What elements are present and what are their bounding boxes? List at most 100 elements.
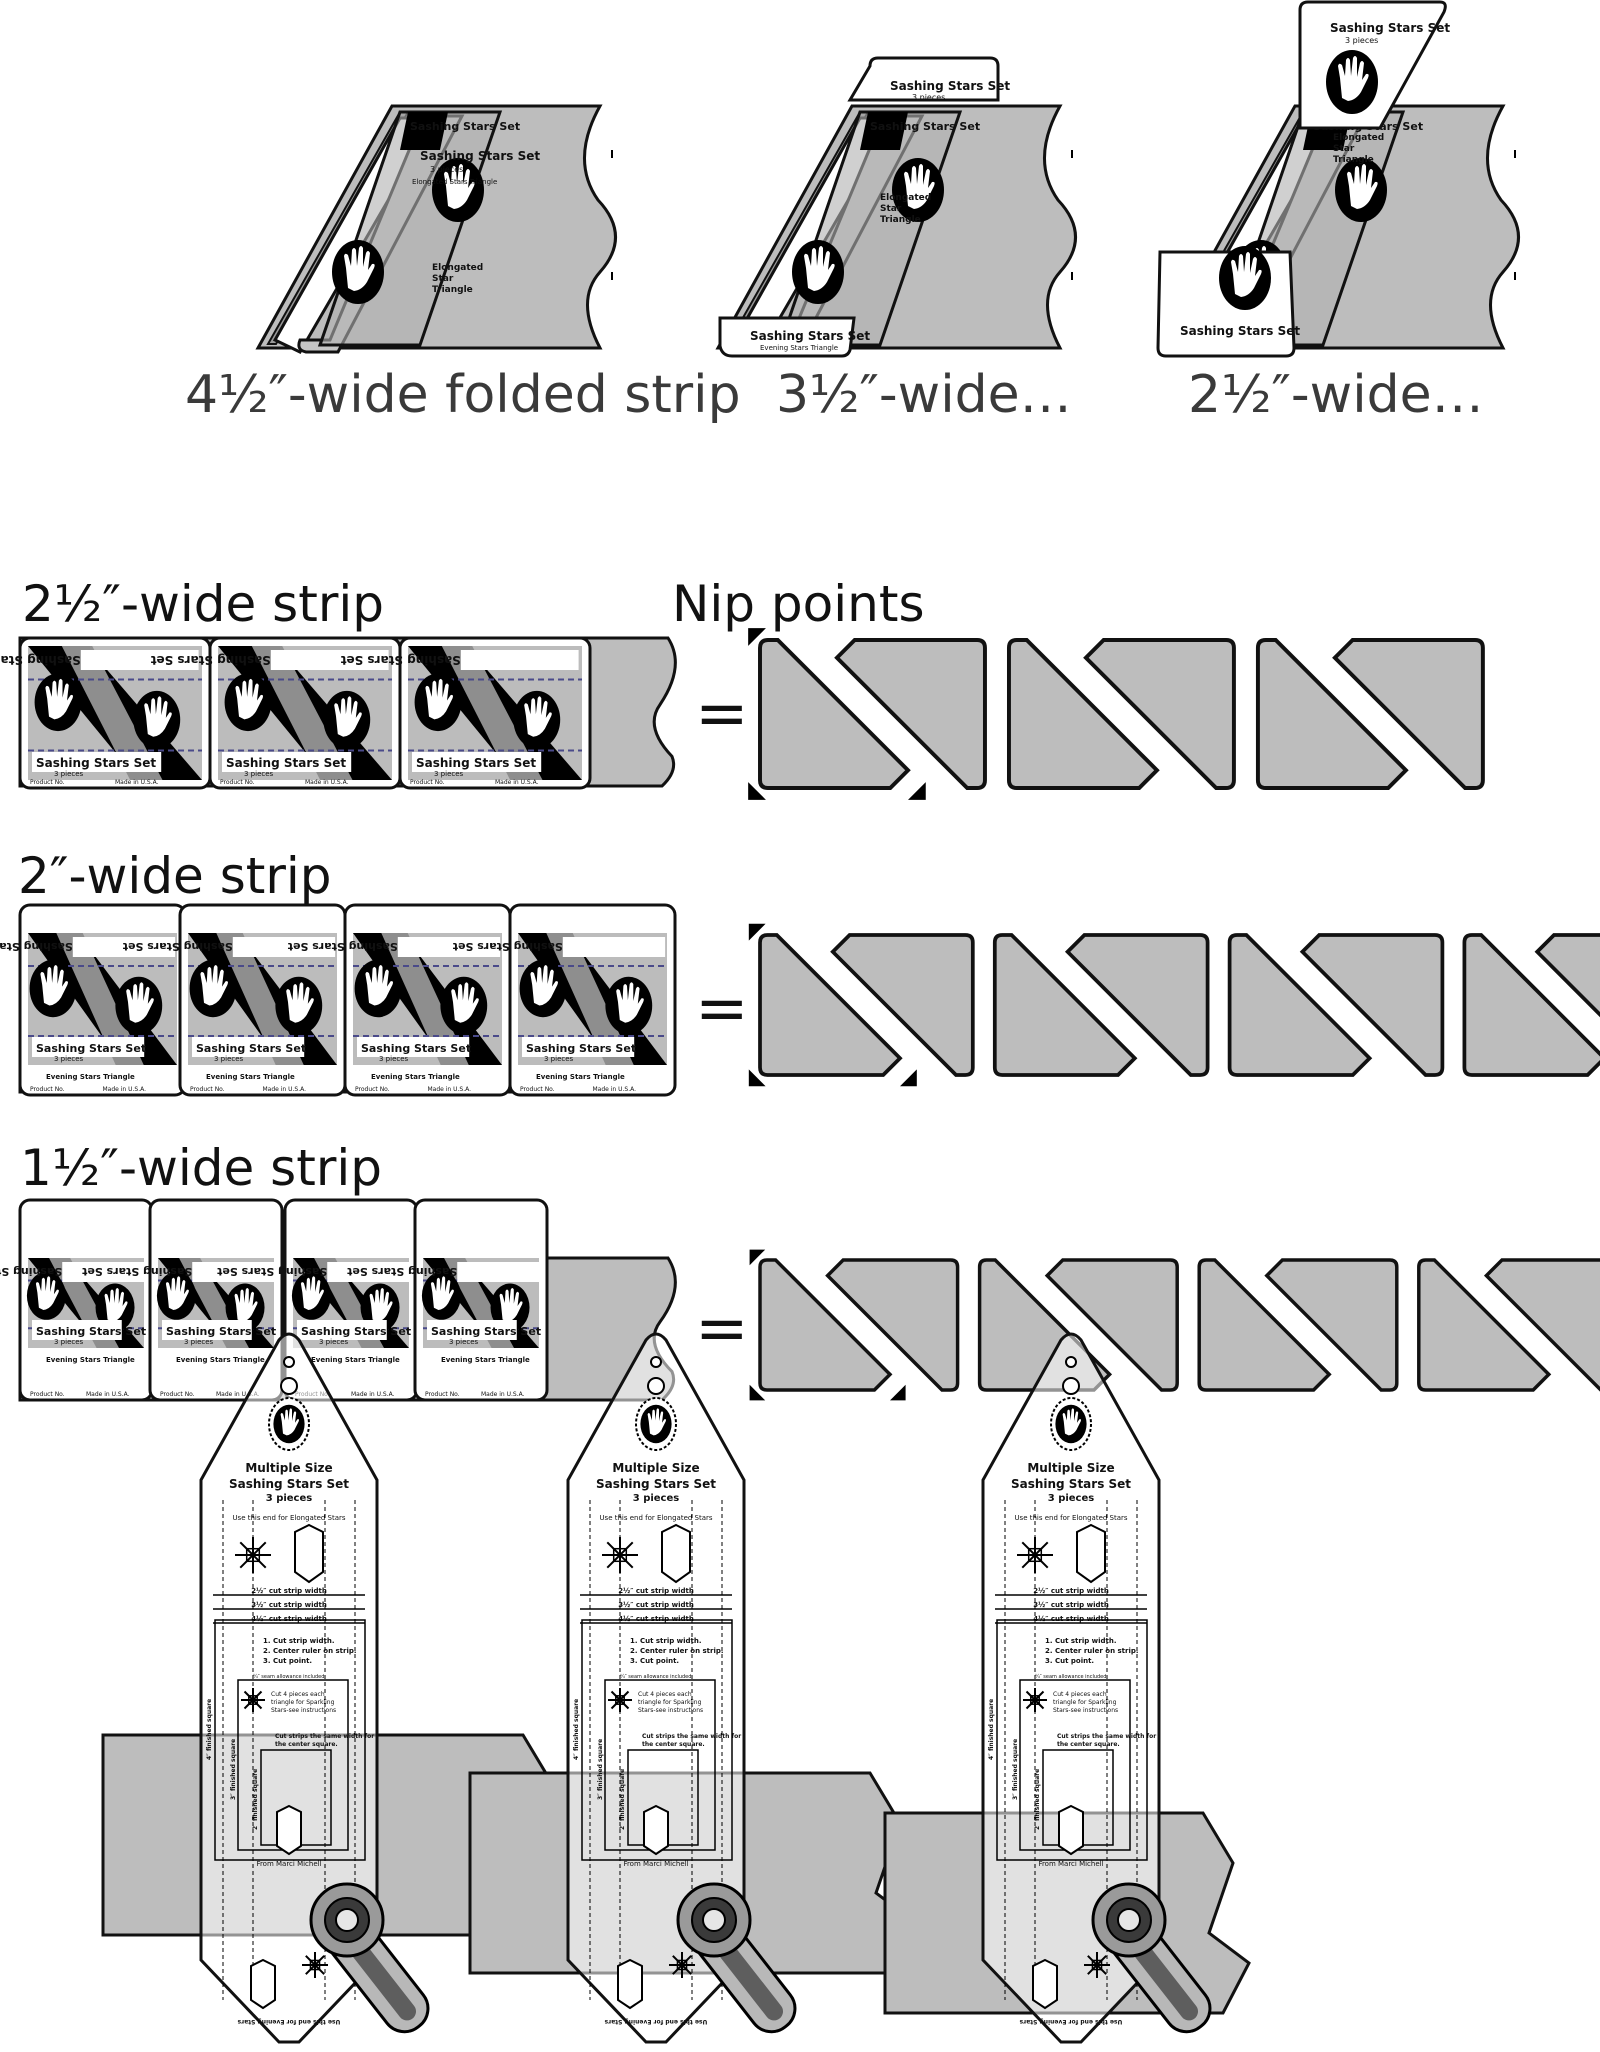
ruler-title-text: Sashing Stars Set bbox=[226, 756, 346, 770]
ruler-made-text: Made in U.S.A. bbox=[495, 779, 539, 786]
ruler-made-text: Made in U.S.A. bbox=[86, 1391, 130, 1398]
nip-point-marker bbox=[890, 1384, 906, 1401]
ruler-label-text: Star bbox=[432, 274, 454, 284]
ruler-title-bg-flip bbox=[562, 937, 666, 957]
cut-triangle-1 bbox=[748, 628, 926, 800]
ruler-title-text-flip: Sashing Stars Set bbox=[288, 940, 398, 953]
cut-four-text: triangle for Sparkling bbox=[271, 1699, 335, 1706]
hang-hole bbox=[1065, 1356, 1077, 1368]
hand-logo-icon bbox=[34, 673, 82, 732]
ruler-pieces-text: 3 pieces bbox=[214, 1055, 244, 1063]
hex-ruler-outline bbox=[199, 1332, 379, 2044]
ruler-title-text: Sashing Stars Set bbox=[416, 756, 536, 770]
cut-four-text: Stars-see instructions bbox=[1053, 1707, 1118, 1714]
hang-hole bbox=[280, 1377, 298, 1395]
ruler-made-text: Made in U.S.A. bbox=[305, 779, 349, 786]
strip-label-1-5: 1½″-wide strip bbox=[20, 1139, 382, 1197]
crystal-icon bbox=[294, 1523, 324, 1584]
cutter-bolt bbox=[702, 1908, 726, 1932]
cut-four-text: Stars-see instructions bbox=[638, 1707, 703, 1714]
cut-triangle-1 bbox=[749, 1249, 906, 1401]
ruler-product-text: Product No. bbox=[520, 1086, 555, 1093]
ruler-title-text-flip: Sashing Stars Set bbox=[217, 1265, 327, 1278]
ruler-label-text: Triangle bbox=[432, 285, 473, 295]
seam-allowance-text: ¼″ seam allowance included bbox=[253, 1674, 324, 1680]
ruler-title-text: Sashing Stars Set bbox=[870, 120, 980, 133]
width-line-label: 2½″ cut strip width bbox=[618, 1587, 694, 1595]
equals-sign-1: = bbox=[695, 677, 749, 751]
hand-logo-icon bbox=[224, 673, 272, 732]
full-ruler-title-1: Multiple Size bbox=[245, 1461, 332, 1475]
step-1-text: 1. Cut strip width. bbox=[630, 1637, 702, 1645]
step-3-text: 3. Cut point. bbox=[630, 1657, 679, 1665]
ruler-title-text: Sashing Stars Set bbox=[526, 1042, 636, 1055]
cut-same-text: the center square. bbox=[642, 1741, 705, 1748]
sparkle-star-icon bbox=[1030, 1695, 1040, 1705]
width-line-label: 4½″ cut strip width bbox=[1033, 1615, 1109, 1623]
sparkle-star-icon bbox=[676, 1959, 688, 1971]
ruler-made-text: Made in U.S.A. bbox=[263, 1086, 307, 1093]
step-3-text: 3. Cut point. bbox=[263, 1657, 312, 1665]
ruler-title-bg bbox=[357, 1037, 470, 1057]
ruler-diagonal-gray bbox=[251, 646, 353, 780]
crystal-icon bbox=[1076, 1523, 1106, 1584]
hand-logo-icon bbox=[605, 976, 653, 1035]
full-ruler-use-elongated: Use this end for Elongated Stars bbox=[1014, 1514, 1127, 1522]
ruler-evening-text: Evening Stars Triangle bbox=[46, 1073, 135, 1081]
cut-four-text: Cut 4 pieces each bbox=[271, 1691, 325, 1698]
ruler-title-bg-flip bbox=[397, 937, 501, 957]
nip-point-marker bbox=[748, 782, 766, 800]
width-line-label: 4½″ cut strip width bbox=[251, 1615, 327, 1623]
ruler-title-bg bbox=[412, 752, 542, 772]
ruler-pieces-text: 3 pieces bbox=[449, 1338, 479, 1346]
ruler-evening-text: Evening Stars Triangle bbox=[441, 1356, 530, 1364]
cut-same-text: Cut strips the same width for bbox=[1057, 1733, 1156, 1740]
sparkle-star-icon bbox=[612, 1547, 628, 1563]
width-line-label: 2½″ cut strip width bbox=[251, 1587, 327, 1595]
step-2-text: 2. Center ruler on strip. bbox=[1045, 1647, 1139, 1655]
ruler-product-text: Product No. bbox=[190, 1086, 225, 1093]
step-2-text: 2. Center ruler on strip. bbox=[263, 1647, 357, 1655]
ruler-label-text: Elongated bbox=[432, 263, 483, 273]
ruler-title-text: Sashing Stars Set bbox=[1330, 21, 1450, 35]
hand-logo-icon bbox=[640, 1404, 672, 1444]
crystal-icon bbox=[1032, 1958, 1058, 2010]
hand-logo-icon bbox=[26, 1271, 66, 1320]
ruler-title-text-flip: Sashing Stars Set bbox=[0, 940, 73, 953]
hand-logo-icon bbox=[133, 690, 181, 749]
ruler-title-bg bbox=[427, 1320, 517, 1340]
ruler-pieces-text: 3 pieces bbox=[184, 1338, 214, 1346]
ruler-label-text: Elongated Stars Triangle bbox=[412, 178, 497, 186]
cut-four-text: Cut 4 pieces each bbox=[1053, 1691, 1107, 1698]
hand-logo-icon bbox=[275, 976, 323, 1035]
sparkle-star-icon bbox=[615, 1695, 625, 1705]
nip-point-marker bbox=[908, 782, 926, 800]
width-line-label: 3½″ cut strip width bbox=[1033, 1601, 1109, 1609]
crystal-icon bbox=[617, 1958, 643, 2010]
ruler-pieces-text: 3 pieces bbox=[430, 165, 463, 174]
cut-four-text: Stars-see instructions bbox=[271, 1707, 336, 1714]
full-ruler-title-1: Multiple Size bbox=[612, 1461, 699, 1475]
sparkle-star-icon bbox=[245, 1547, 261, 1563]
ruler-evening-text: Evening Stars Triangle bbox=[46, 1356, 135, 1364]
cutter-bolt bbox=[1117, 1908, 1141, 1932]
full-ruler-pieces: 3 pieces bbox=[266, 1493, 313, 1504]
finished-square-4 bbox=[581, 1619, 733, 1861]
finished-4-text: 4″ finished square bbox=[573, 1699, 580, 1760]
step-2-text: 2. Center ruler on strip. bbox=[630, 1647, 724, 1655]
ruler-title-bg bbox=[32, 1320, 122, 1340]
nip-point-marker bbox=[749, 1384, 766, 1401]
ruler-pieces-text: 3 pieces bbox=[912, 93, 945, 102]
ruler-title-text: Sashing Stars Set bbox=[420, 149, 540, 163]
